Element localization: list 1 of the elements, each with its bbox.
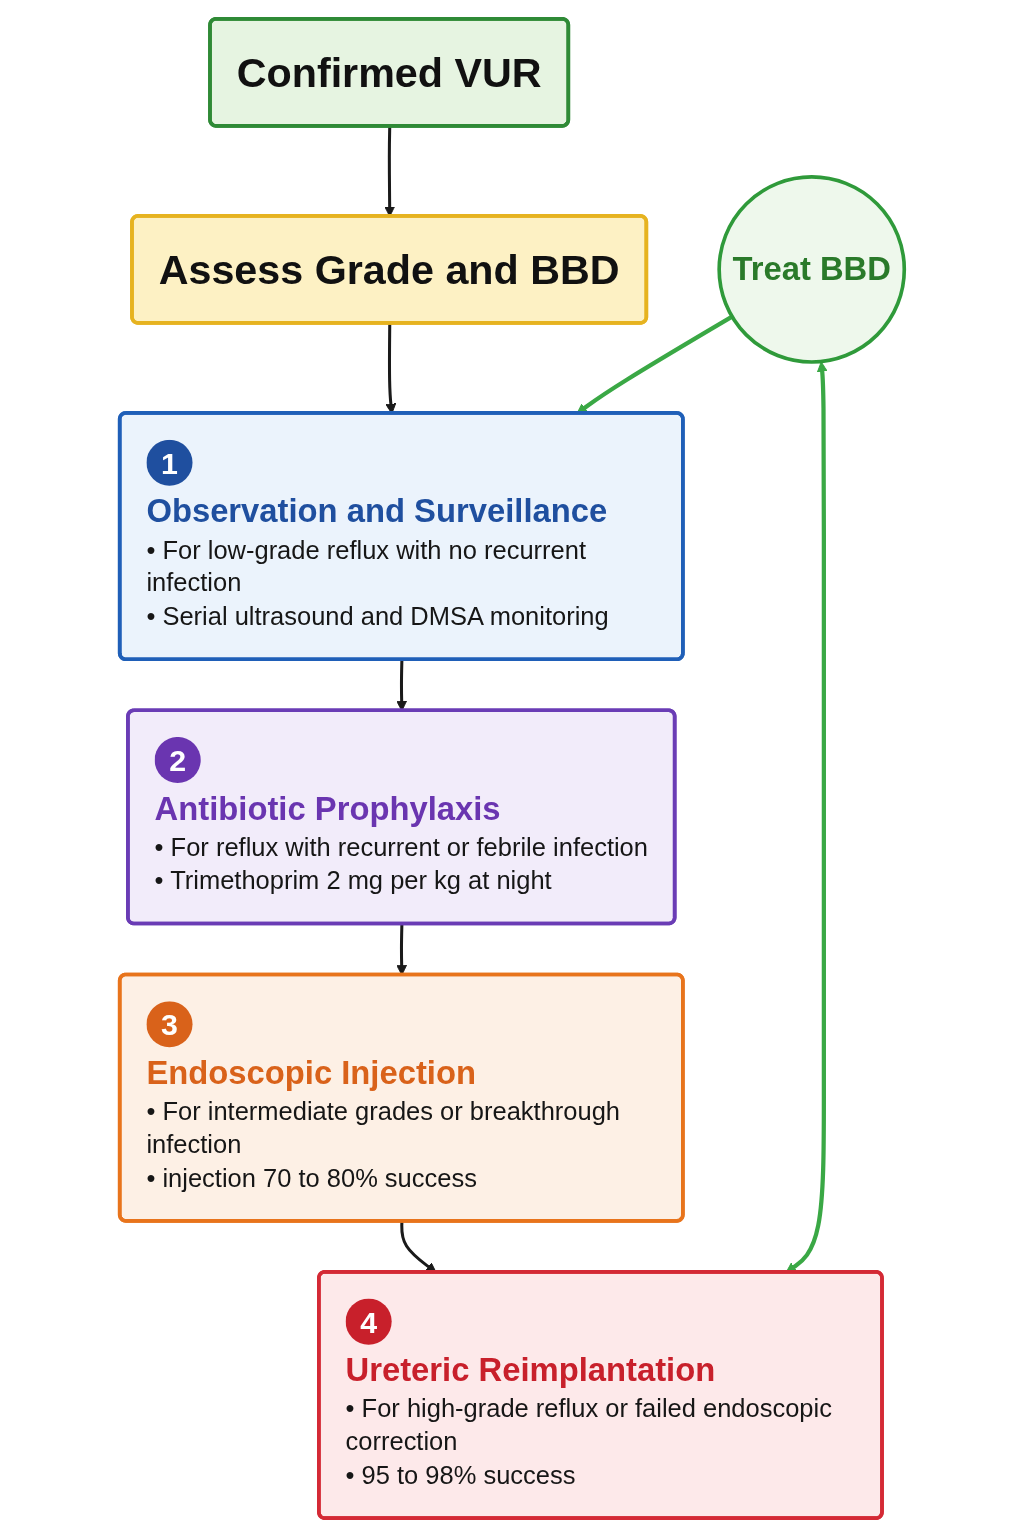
node-circle: Treat BBD bbox=[717, 174, 907, 364]
